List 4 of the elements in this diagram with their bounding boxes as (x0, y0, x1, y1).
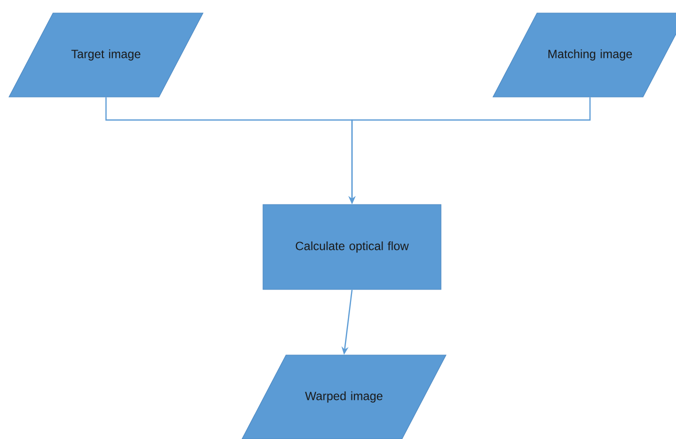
process-box: Calculate optical flow (262, 204, 442, 290)
data-parallelogram: Target image (8, 12, 204, 98)
data-parallelogram: Matching image (492, 12, 676, 98)
data-parallelogram: Warped image (242, 354, 446, 439)
